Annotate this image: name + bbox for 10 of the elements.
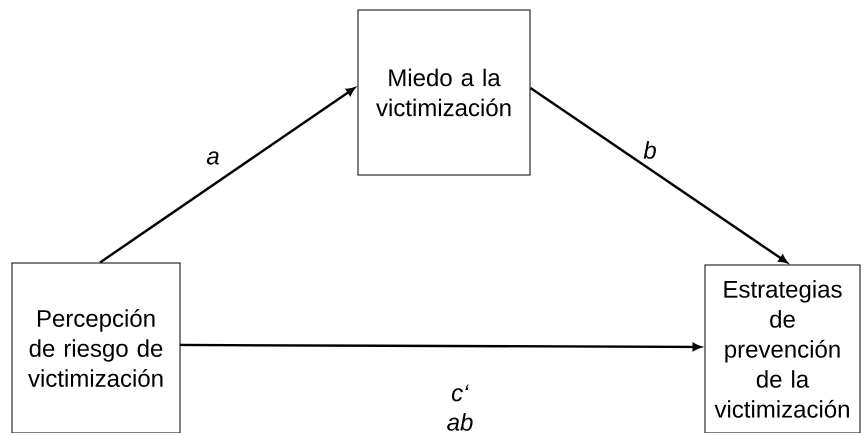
arrow bbox=[530, 87, 788, 264]
process-box: Estrategias de prevención de la victimización bbox=[704, 264, 860, 433]
edge-label: c‘ bbox=[450, 384, 470, 402]
arrow bbox=[180, 342, 702, 351]
path-label: ab bbox=[447, 413, 473, 431]
process-box: Miedo a la victimización bbox=[358, 10, 530, 176]
arrow bbox=[99, 87, 355, 264]
edge-label: a bbox=[205, 150, 221, 166]
process-box: Percepción de riesgo de victimización bbox=[12, 262, 180, 433]
edge-label: b bbox=[642, 140, 658, 160]
